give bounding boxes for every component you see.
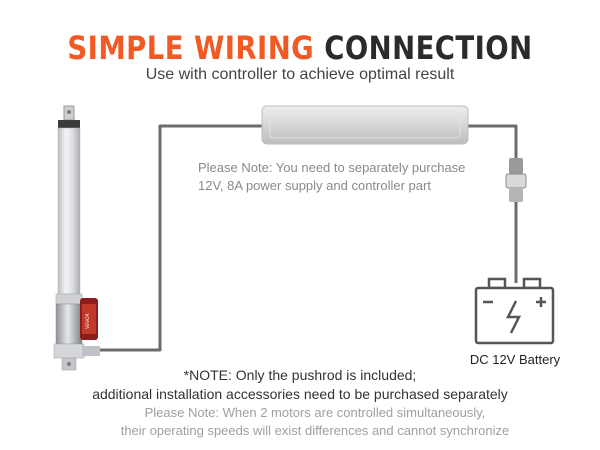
actuator-brand: VEVOR <box>85 313 91 329</box>
linear-actuator: VEVOR <box>53 105 100 371</box>
power-adapter <box>261 105 469 145</box>
page-subtitle: Use with controller to achieve optimal r… <box>145 66 455 83</box>
page-title: SIMPLE WIRING CONNECTION <box>42 30 558 66</box>
battery-label: DC 12V Battery <box>469 352 561 367</box>
pushrod-note-line2: additional installation accessories need… <box>92 386 508 402</box>
pushrod-note: *NOTE: Only the pushrod is included; add… <box>0 366 600 404</box>
power-supply-note-line1: Please Note: You need to separately purc… <box>198 160 466 175</box>
pushrod-note-line1: *NOTE: Only the pushrod is included; <box>183 367 417 383</box>
power-supply-note: Please Note: You need to separately purc… <box>198 159 538 195</box>
motor-sync-note-line1: Please Note: When 2 motors are controlle… <box>144 405 486 420</box>
title-accent: SIMPLE WIRING <box>67 29 315 67</box>
motor-sync-note-line2: their operating speeds will exist differ… <box>120 423 510 438</box>
battery-icon <box>474 277 555 345</box>
title-rest: CONNECTION <box>324 29 533 67</box>
wire-connector <box>505 158 527 202</box>
motor-sync-note: Please Note: When 2 motors are controlle… <box>0 404 600 440</box>
power-supply-note-line2: 12V, 8A power supply and controller part <box>198 178 431 193</box>
wire-path <box>100 124 518 352</box>
